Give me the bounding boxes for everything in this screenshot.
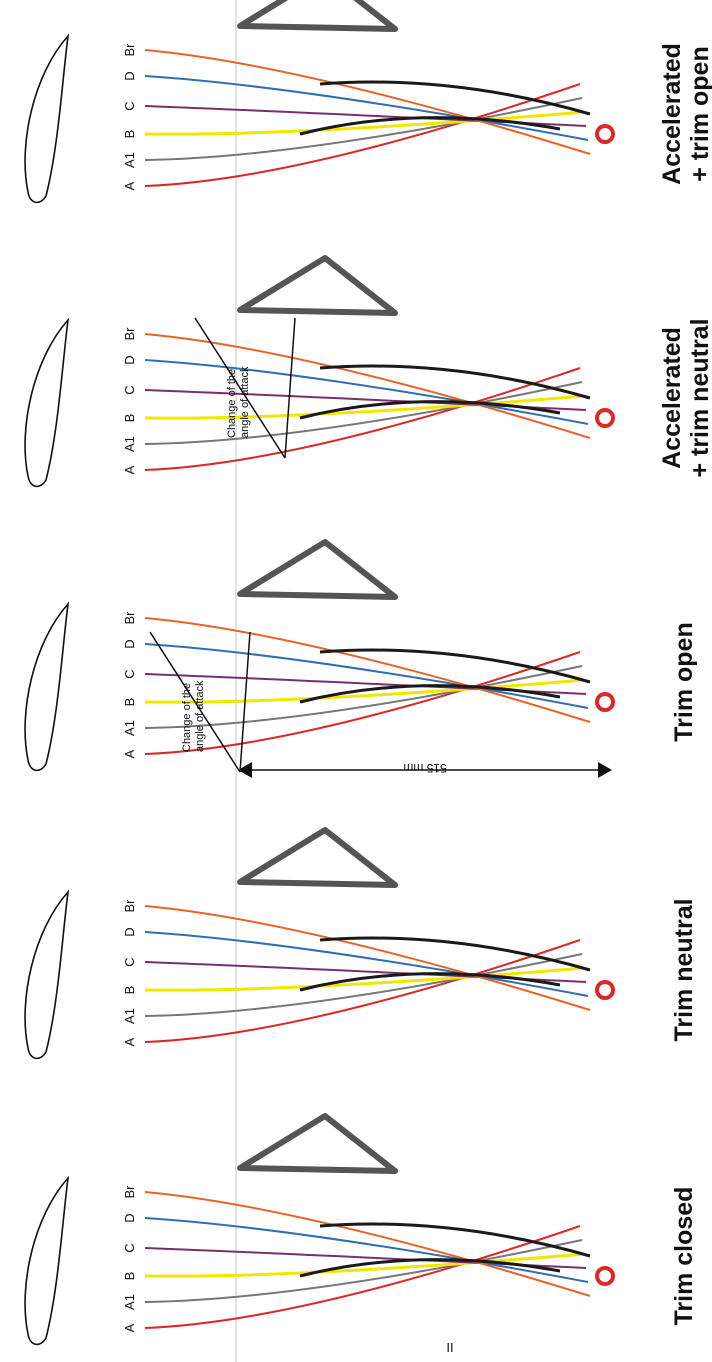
airfoil-outline — [25, 36, 68, 202]
airfoil-outline — [25, 604, 68, 770]
line-label-d: D — [122, 639, 137, 648]
panel-4: A A1 B C D Br Accelerated+ trim neutral Change … — [25, 258, 712, 486]
line-label-br: Br — [122, 611, 137, 625]
brake-handle — [240, 542, 395, 597]
carabiner-ring — [597, 126, 613, 142]
line-label-a: A — [122, 1323, 137, 1332]
carabiner-ring — [597, 1268, 613, 1284]
line-label-a1: A1 — [122, 720, 137, 736]
line-label-d: D — [122, 71, 137, 80]
dimension-arrow-end — [598, 762, 612, 778]
brake-handle — [240, 258, 395, 313]
panel-3: A A1 B C D BrTrim open Change of theangle of a… — [25, 542, 698, 778]
line-label-a1: A1 — [122, 152, 137, 168]
carabiner-ring — [597, 410, 613, 426]
panel-title: Accelerated+ trim open — [658, 43, 712, 185]
angle-annotation: Change of theangle of attack — [181, 680, 206, 752]
line-label-b: B — [122, 1272, 137, 1281]
line-label-b: B — [122, 414, 137, 423]
panel-title: Trim open — [670, 622, 698, 741]
panel-title: Trim closed — [670, 1187, 698, 1326]
line-label-br: Br — [122, 327, 137, 341]
airfoil-outline — [25, 892, 68, 1058]
line-label-b: B — [122, 986, 137, 995]
panel-title: Trim neutral — [670, 898, 698, 1041]
line-label-a: A — [122, 465, 137, 474]
line-label-a1: A1 — [122, 1008, 137, 1024]
line-label-d: D — [122, 1213, 137, 1222]
panel-title: Accelerated+ trim neutral — [658, 318, 712, 477]
line-label-c: C — [122, 957, 137, 966]
line-label-a: A — [122, 749, 137, 758]
panel-5: A A1 B C D Br Accelerated+ trim open — [25, 0, 712, 202]
line-label-br: Br — [122, 43, 137, 57]
line-label-a: A — [122, 1037, 137, 1046]
brake-handle — [240, 1116, 395, 1171]
line-label-a1: A1 — [122, 436, 137, 452]
line-label-c: C — [122, 1243, 137, 1252]
carabiner-ring — [597, 982, 613, 998]
line-label-d: D — [122, 927, 137, 936]
footer-mark: II — [446, 1340, 453, 1355]
line-label-b: B — [122, 698, 137, 707]
brake-handle — [240, 830, 395, 885]
line-label-c: C — [122, 669, 137, 678]
line-label-c: C — [122, 101, 137, 110]
panel-1: A A1 B C D Br Trim closed — [25, 1116, 698, 1344]
airfoil-outline — [25, 1178, 68, 1344]
airfoil-outline — [25, 320, 68, 486]
brake-handle — [240, 0, 395, 29]
line-label-c: C — [122, 385, 137, 394]
line-label-b: B — [122, 130, 137, 139]
line-label-a: A — [122, 181, 137, 190]
angle-annotation: Change of theangle of attack — [226, 366, 251, 438]
panel-2: A A1 B C D Br Trim neutral — [25, 830, 698, 1058]
line-label-br: Br — [122, 1185, 137, 1199]
line-label-br: Br — [122, 899, 137, 913]
dimension-label: 515 mm — [403, 761, 446, 775]
line-label-a1: A1 — [122, 1294, 137, 1310]
carabiner-ring — [597, 694, 613, 710]
line-label-d: D — [122, 355, 137, 364]
